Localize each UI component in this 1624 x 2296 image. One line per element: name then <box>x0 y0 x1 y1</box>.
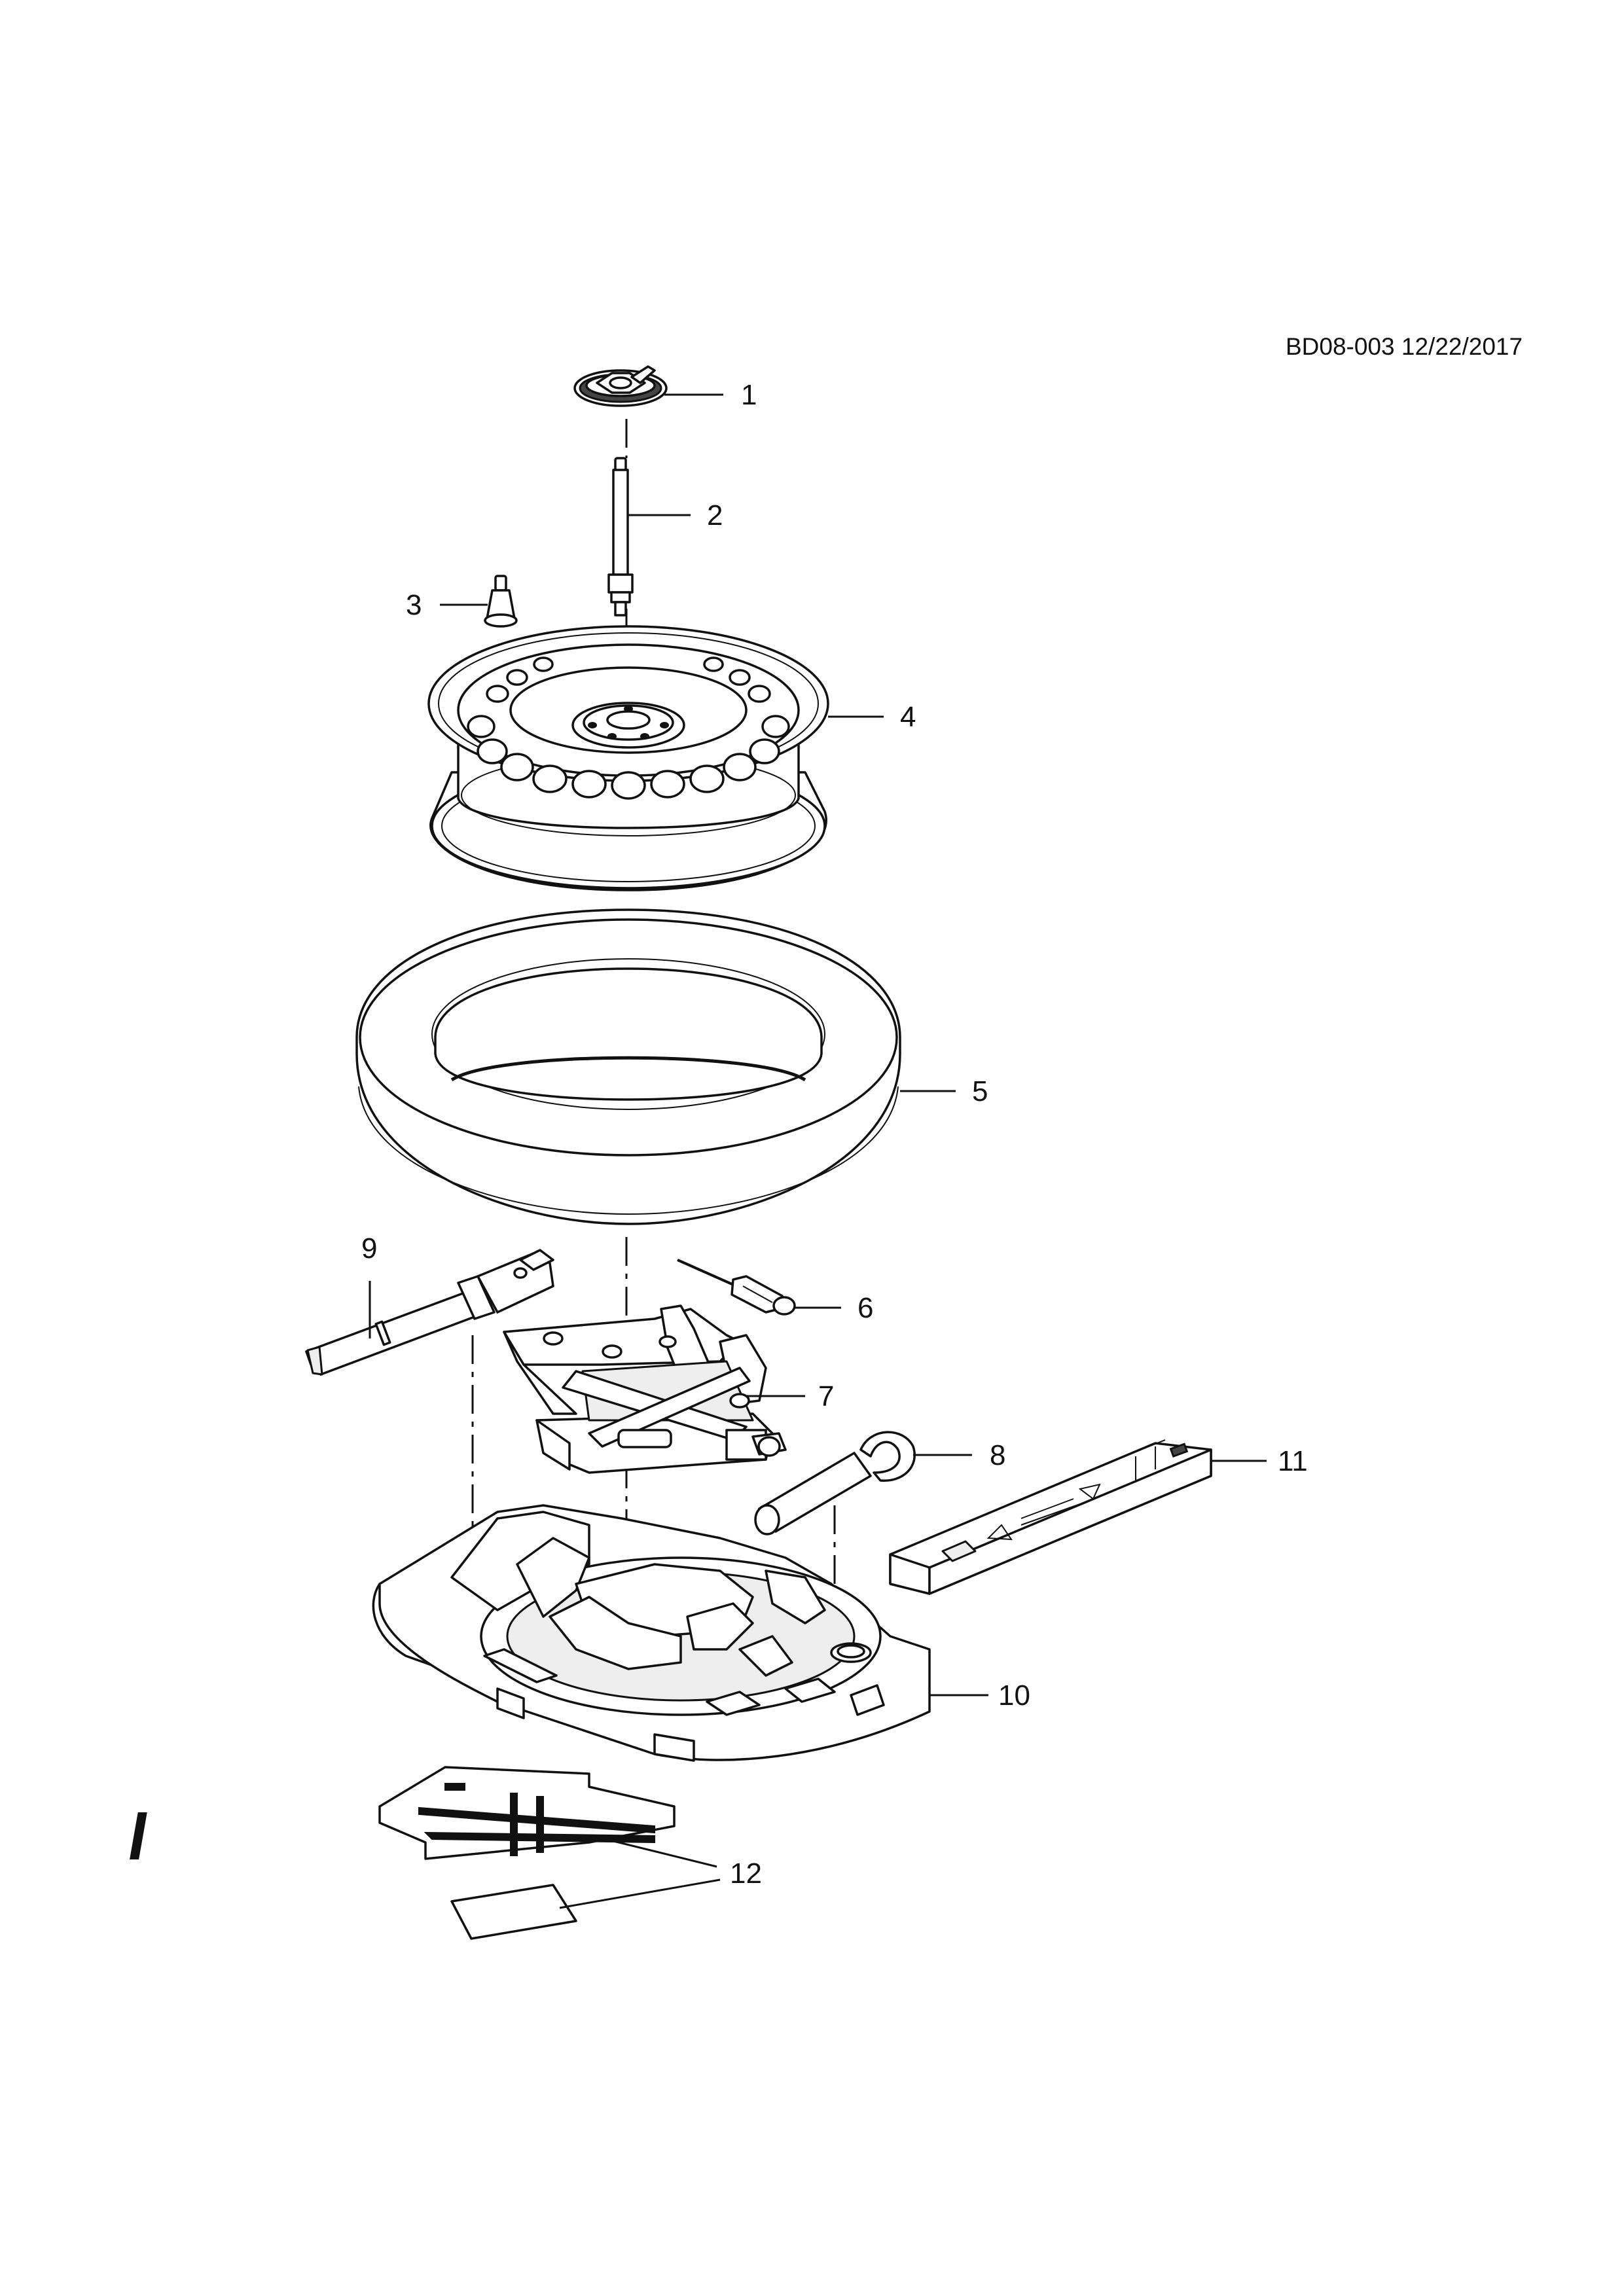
part-10-tool-tray <box>372 1504 931 1762</box>
callout-9: 9 <box>361 1232 378 1265</box>
document-reference: BD08-003 12/22/2017 <box>1286 333 1523 360</box>
callout-1: 1 <box>741 379 757 411</box>
part-1-wing-nut <box>573 365 668 407</box>
callout-11: 11 <box>1278 1445 1308 1477</box>
part-6-screwdriver <box>677 1259 796 1316</box>
wheel-vent-holes <box>467 656 790 800</box>
callout-6: 6 <box>857 1292 874 1324</box>
callout-7: 7 <box>818 1380 835 1412</box>
callout-5: 5 <box>972 1075 988 1107</box>
callout-12: 12 <box>730 1857 762 1890</box>
callout-2: 2 <box>707 499 723 531</box>
part-2-hold-down-bolt <box>607 457 634 617</box>
part-9-wheel-wrench <box>305 1249 554 1376</box>
callout-4: 4 <box>900 701 916 733</box>
leader-lines <box>369 393 1267 1909</box>
part-5-spare-tire <box>355 908 901 1225</box>
part-11-warning-triangle-case <box>889 1439 1212 1595</box>
part-12-labels <box>130 1766 676 1940</box>
wheel-hub <box>571 702 685 749</box>
callout-8: 8 <box>990 1439 1006 1471</box>
part-4-steel-wheel <box>427 625 829 891</box>
callout-3: 3 <box>406 589 422 621</box>
part-8-tow-eye <box>754 1431 916 1535</box>
part-7-scissor-jack <box>503 1304 787 1474</box>
callout-10: 10 <box>998 1679 1030 1712</box>
part-3-valve-stem <box>484 575 518 628</box>
